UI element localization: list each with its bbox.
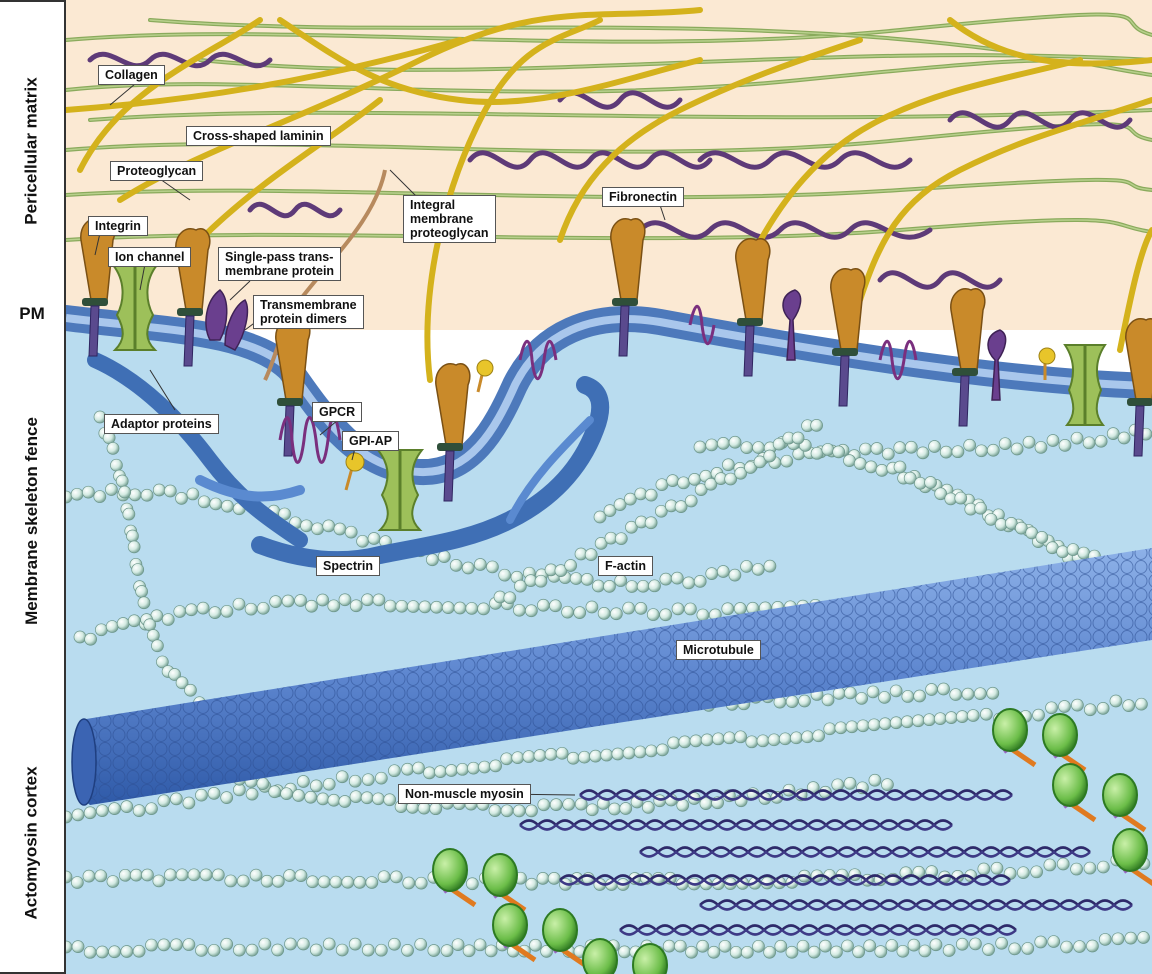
label-ion-channel: Ion channel: [108, 247, 191, 267]
label-transmembrane-protein-dimers: Transmembraneprotein dimers: [253, 295, 364, 329]
label-single-pass-transmembrane-protein: Single-pass trans-membrane protein: [218, 247, 341, 281]
label-proteoglycan: Proteoglycan: [110, 161, 203, 181]
region-plasma-membrane: PM: [0, 300, 66, 330]
label-spectrin: Spectrin: [316, 556, 380, 576]
label-adaptor-proteins: Adaptor proteins: [104, 414, 219, 434]
label-non-muscle-myosin: Non-muscle myosin: [398, 784, 531, 804]
label-fibronectin: Fibronectin: [602, 187, 684, 207]
label-cross-shaped-laminin: Cross-shaped laminin: [186, 126, 331, 146]
label-integral-membrane-proteoglycan: Integralmembraneproteoglycan: [403, 195, 496, 243]
label-collagen: Collagen: [98, 65, 165, 85]
region-actomyosin-cortex: Actomyosin cortex: [0, 714, 66, 974]
label-f-actin: F-actin: [598, 556, 653, 576]
label-microtubule: Microtubule: [676, 640, 761, 660]
label-gpcr: GPCR: [312, 402, 362, 422]
label-gpi-ap: GPI-AP: [342, 431, 399, 451]
label-integrin: Integrin: [88, 216, 148, 236]
region-pericellular-matrix: Pericellular matrix: [0, 0, 66, 302]
region-membrane-skeleton-fence: Membrane skeleton fence: [0, 328, 66, 716]
